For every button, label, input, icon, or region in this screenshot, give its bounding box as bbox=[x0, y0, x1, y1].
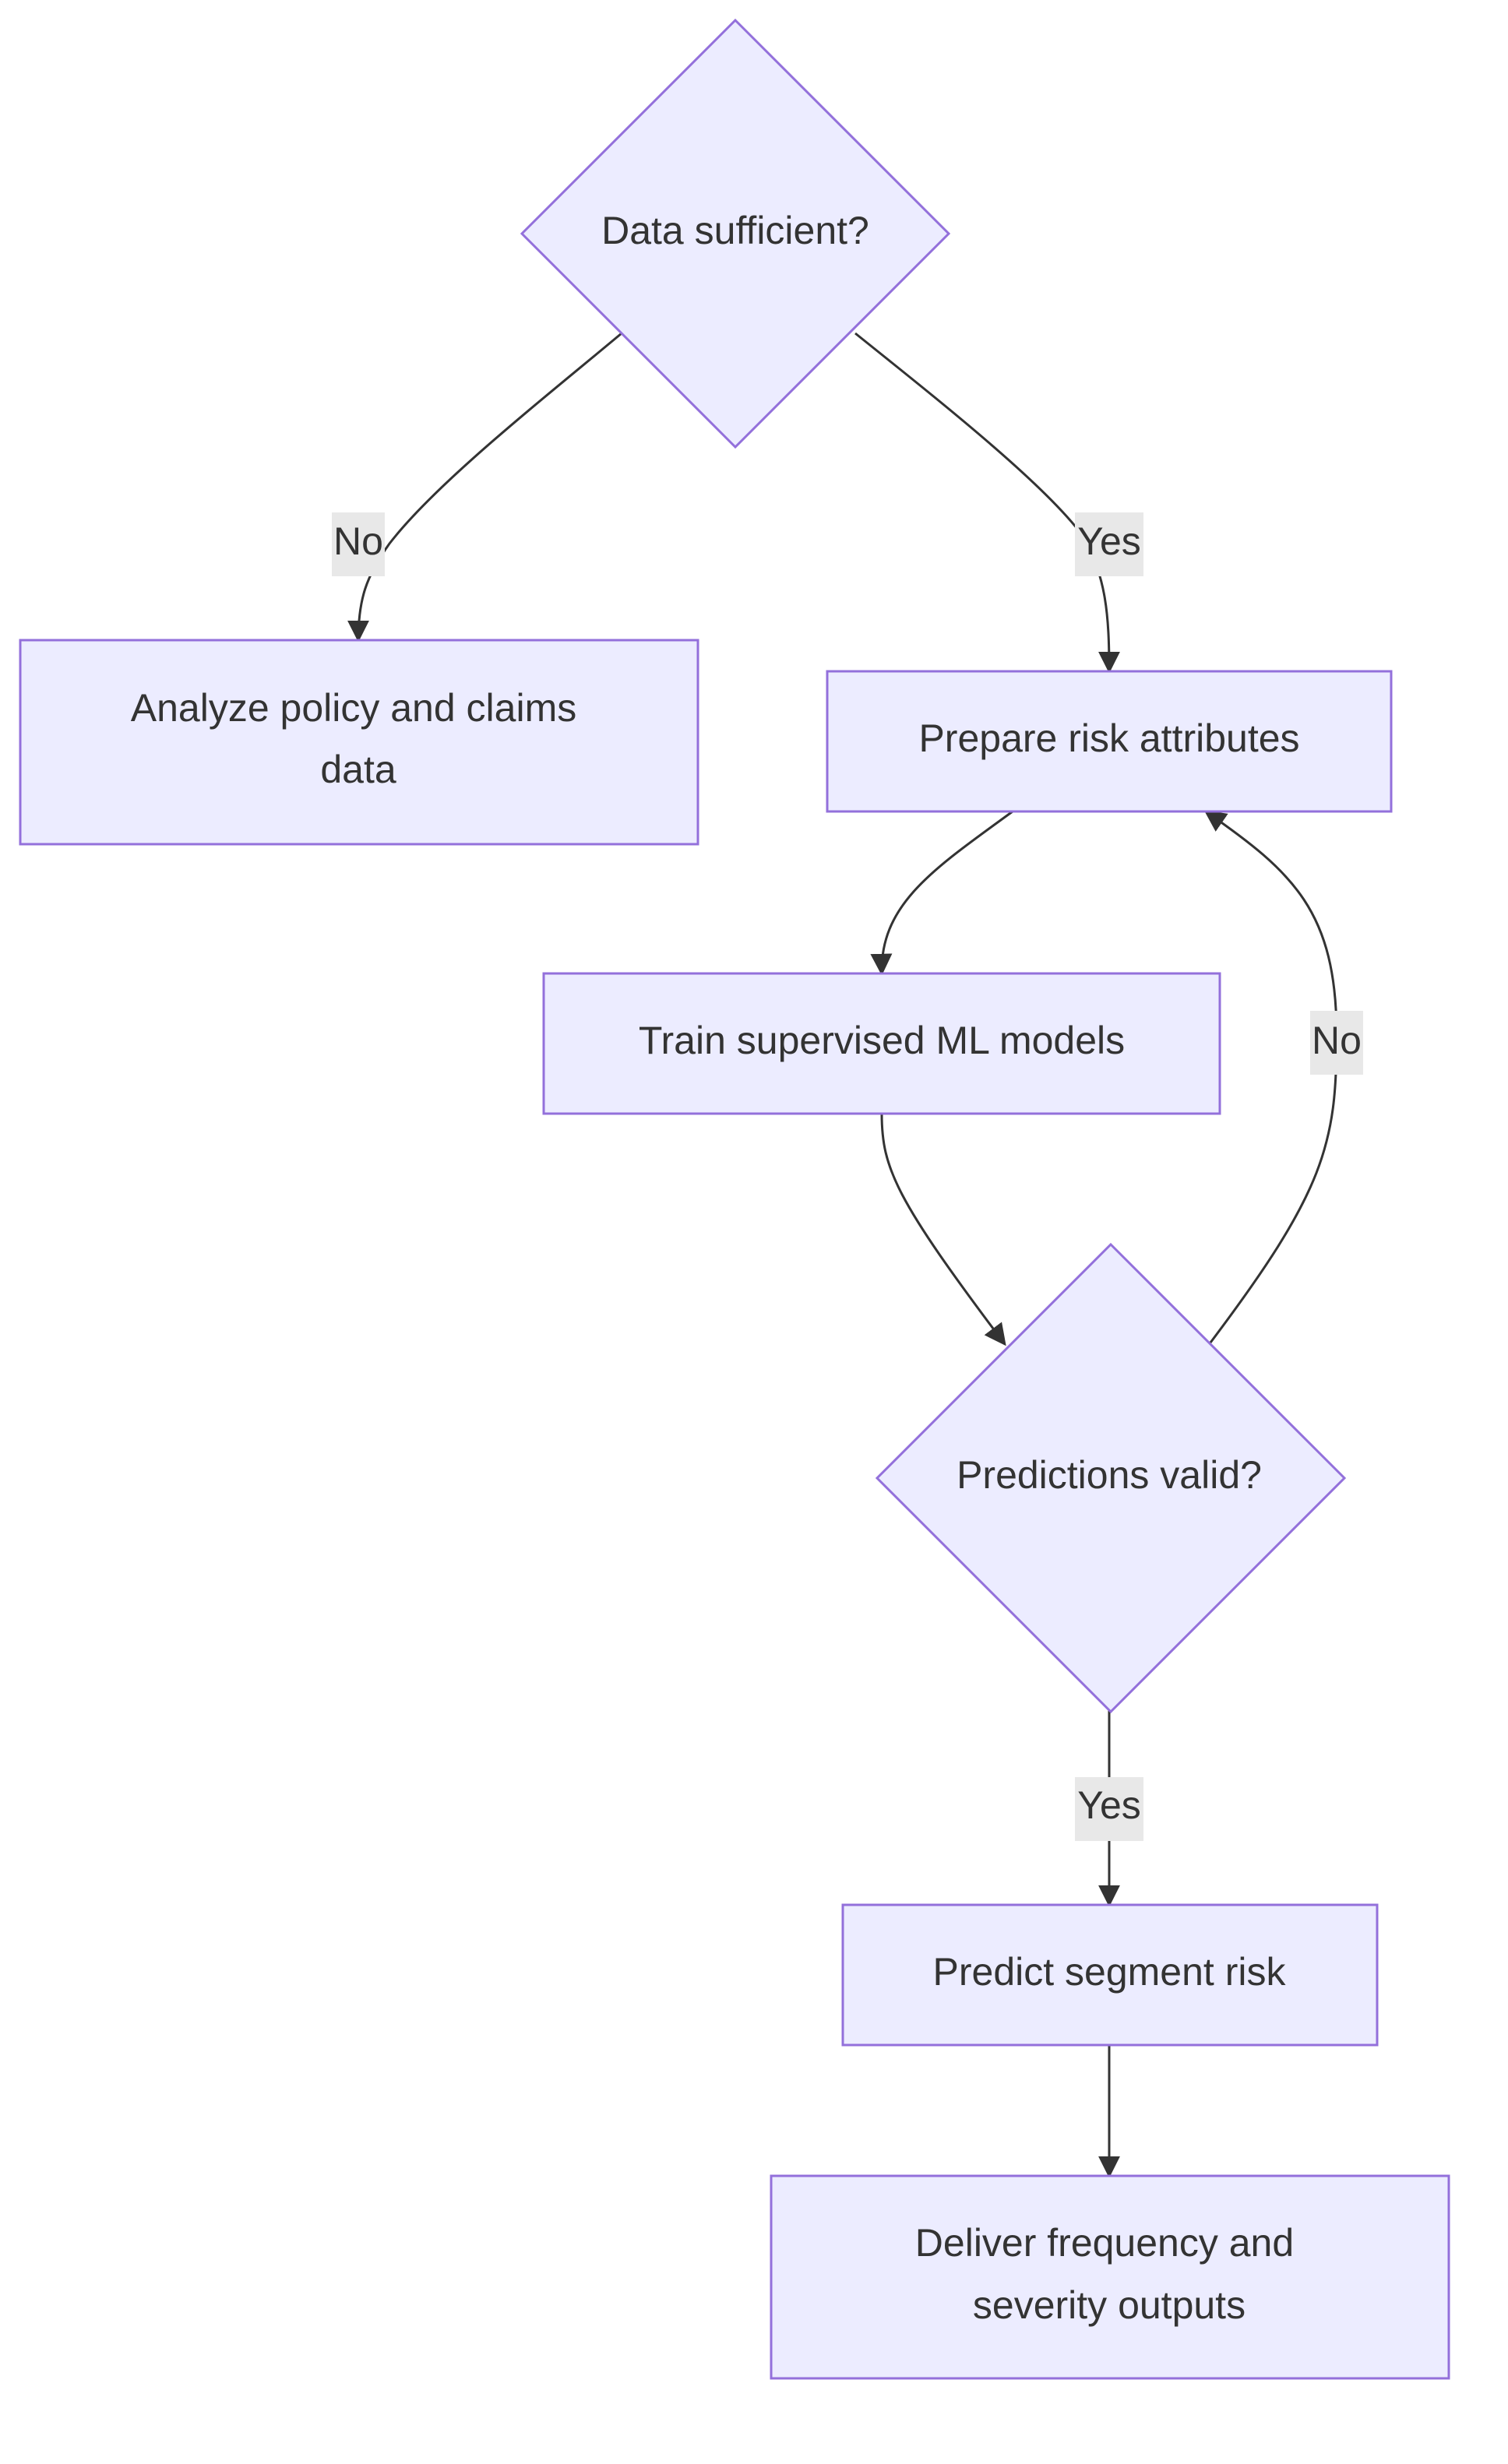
edges bbox=[347, 332, 1338, 2178]
node-predict-risk[interactable]: Predict segment risk bbox=[841, 1903, 1379, 2047]
nodes: Data sufficient? Analyze policy and clai… bbox=[19, 18, 1450, 2380]
node-label: Data sufficient? bbox=[601, 209, 869, 252]
edge-predictions-valid-back-to-prepare bbox=[1203, 810, 1338, 1343]
node-label: Prepare risk attributes bbox=[918, 716, 1299, 760]
edge-train-to-predictions-valid bbox=[880, 1113, 1006, 1346]
node-label: Train supervised ML models bbox=[639, 1019, 1125, 1062]
edge-data-sufficient-to-analyze bbox=[347, 332, 622, 642]
node-label-line1: Analyze policy and claims bbox=[131, 686, 577, 730]
process-box bbox=[542, 972, 1221, 1115]
process-box bbox=[826, 670, 1393, 813]
edge-label-no-analyze: No bbox=[332, 512, 385, 576]
decision-diamond bbox=[875, 1242, 1347, 1714]
decision-diamond bbox=[520, 18, 951, 449]
edge-label-text: No bbox=[1312, 1019, 1362, 1062]
edge-label-text: Yes bbox=[1077, 519, 1141, 563]
process-box bbox=[841, 1903, 1379, 2047]
edge-label-text: No bbox=[333, 519, 383, 563]
edge-label-no-back: No bbox=[1310, 1011, 1363, 1075]
node-label-line1: Deliver frequency and bbox=[915, 2221, 1294, 2265]
node-label: Predictions valid? bbox=[957, 1453, 1262, 1497]
process-box bbox=[770, 2174, 1450, 2380]
node-prepare-attributes[interactable]: Prepare risk attributes bbox=[826, 670, 1393, 813]
edge-data-sufficient-to-prepare bbox=[854, 332, 1120, 674]
node-analyze-data[interactable]: Analyze policy and claims data bbox=[19, 639, 699, 846]
node-label-line2: severity outputs bbox=[973, 2283, 1246, 2327]
edge-labels: No Yes No Yes bbox=[332, 512, 1363, 1841]
node-predictions-valid[interactable]: Predictions valid? bbox=[875, 1242, 1347, 1714]
node-label-line2: data bbox=[320, 748, 396, 791]
node-data-sufficient[interactable]: Data sufficient? bbox=[520, 18, 951, 449]
node-label: Predict segment risk bbox=[933, 1950, 1287, 1994]
edge-prepare-to-train bbox=[870, 810, 1013, 976]
node-deliver-outputs[interactable]: Deliver frequency and severity outputs bbox=[770, 2174, 1450, 2380]
process-box bbox=[19, 639, 699, 846]
edge-label-yes-prepare: Yes bbox=[1075, 512, 1143, 576]
edge-label-text: Yes bbox=[1077, 1783, 1141, 1827]
node-train-models[interactable]: Train supervised ML models bbox=[542, 972, 1221, 1115]
edge-label-yes-predict: Yes bbox=[1075, 1777, 1143, 1841]
